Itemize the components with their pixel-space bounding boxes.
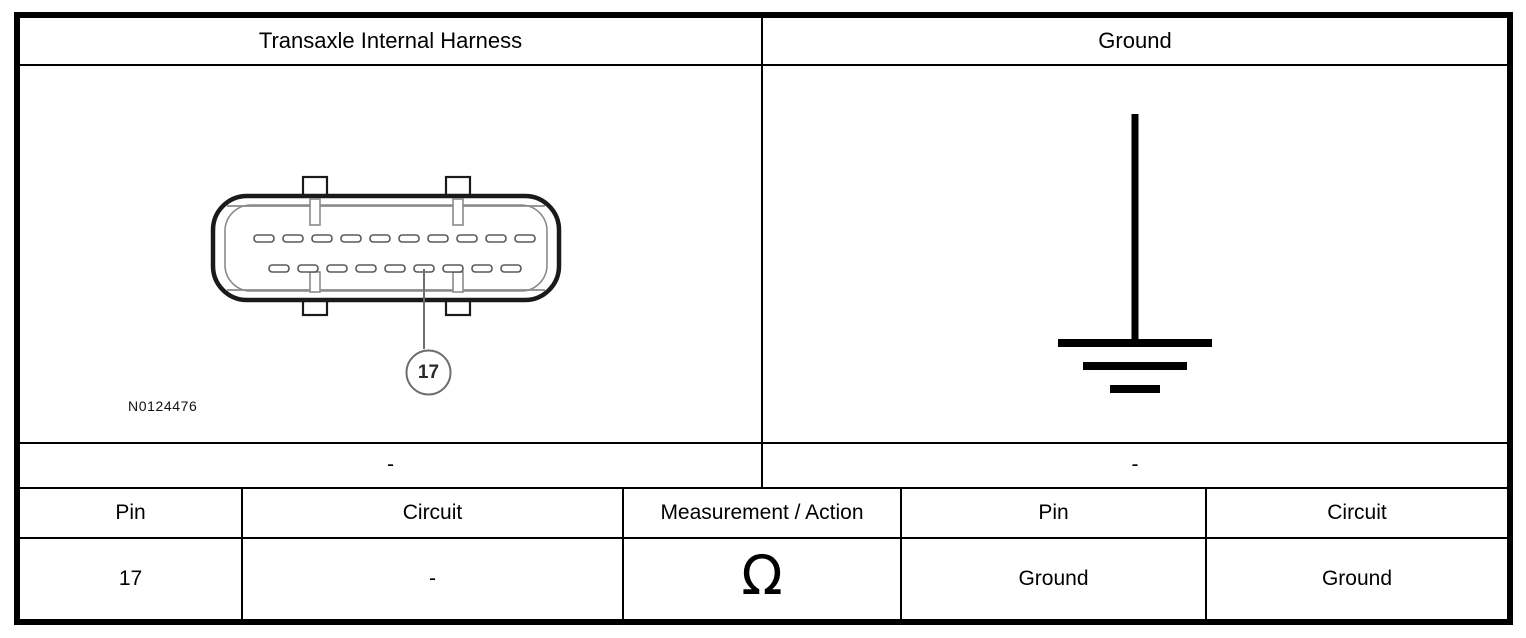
callout-circle-pin: 17 [405, 349, 452, 396]
rule-below-notes-row [20, 487, 1507, 489]
rule-table-col-2 [622, 487, 624, 619]
connector-inner-body [224, 204, 548, 292]
notes-cell-left: - [387, 453, 394, 477]
ground-symbol [1040, 108, 1230, 403]
cell-pin-left: 17 [118, 566, 143, 590]
outer-frame [14, 12, 1513, 625]
table-header-pin-left: Pin [115, 500, 146, 524]
connector-part-number: N0124476 [128, 398, 198, 414]
cell-circuit-left: - [429, 566, 436, 590]
table-header-circuit-right: Circuit [1327, 500, 1387, 524]
connector-pin-row-top [253, 234, 536, 243]
table-header-circuit-left: Circuit [402, 500, 463, 524]
connector-illustration [196, 166, 576, 406]
cell-pin-right-wrap: Ground [902, 538, 1205, 619]
rule-table-col-1 [241, 487, 243, 619]
connector-pin-row-bottom [268, 264, 522, 273]
rule-below-table-header [20, 537, 1507, 539]
rule-table-col-4 [1205, 487, 1207, 619]
table-header-pin-right: Pin [1038, 500, 1069, 524]
connector-tab-stems [309, 198, 464, 293]
cell-pin-right: Ground [1018, 566, 1089, 590]
table-row: 17 [20, 538, 241, 619]
panel-title-left: Transaxle Internal Harness [258, 27, 523, 53]
rule-below-title-row [20, 64, 1507, 66]
rule-below-illustration-row [20, 442, 1507, 444]
cell-circuit-left-wrap: - [243, 538, 622, 619]
table-header-measurement: Measurement / Action [660, 500, 864, 524]
panel-title-right: Ground [1098, 27, 1172, 53]
rule-panel-divider [761, 18, 763, 487]
notes-cell-right: - [1131, 453, 1139, 477]
ohm-symbol: Ω [741, 543, 783, 607]
cell-measurement-wrap: Ω [624, 532, 900, 619]
rule-table-col-3 [900, 487, 902, 619]
callout-pin-label: 17 [417, 361, 440, 383]
cell-circuit-right-wrap: Ground [1207, 538, 1507, 619]
cell-circuit-right: Ground [1321, 566, 1393, 590]
